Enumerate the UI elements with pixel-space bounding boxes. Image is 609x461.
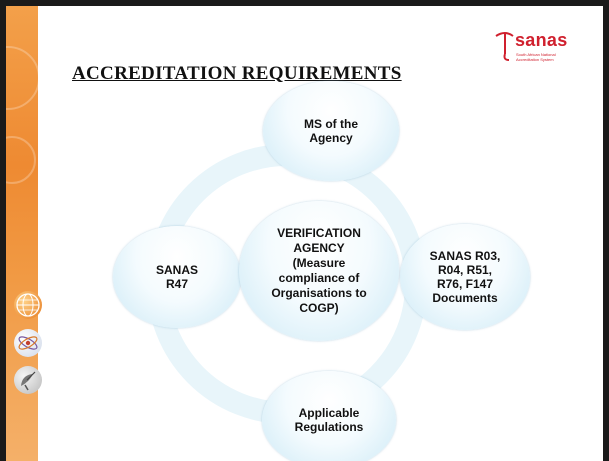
node-verification-agency: VERIFICATION AGENCY (Measure compliance … bbox=[239, 201, 399, 341]
globe-icon bbox=[14, 291, 42, 319]
swirl-decoration bbox=[6, 46, 40, 110]
satellite-dish-icon bbox=[14, 366, 42, 394]
node-top-label: MS of the Agency bbox=[304, 117, 358, 145]
slide: ACCREDITATION REQUIREMENTS sanas South A… bbox=[6, 6, 603, 461]
node-ms-of-agency: MS of the Agency bbox=[263, 81, 399, 181]
node-right-label: SANAS R03, R04, R51, R76, F147 Documents bbox=[429, 249, 501, 305]
atom-icon bbox=[14, 329, 42, 357]
logo-wordmark: sanas bbox=[515, 30, 568, 50]
logo-subtitle: South African National Accreditation Sys… bbox=[516, 52, 556, 62]
node-bottom-label: Applicable Regulations bbox=[294, 406, 364, 434]
node-sanas-r47: SANAS R47 bbox=[113, 226, 241, 328]
sanas-logo: sanas South African National Accreditati… bbox=[493, 30, 573, 66]
slide-title: ACCREDITATION REQUIREMENTS bbox=[72, 63, 402, 84]
swirl-decoration bbox=[6, 136, 36, 184]
node-applicable-regulations: Applicable Regulations bbox=[262, 371, 396, 461]
node-left-label: SANAS R47 bbox=[155, 263, 198, 291]
node-sanas-documents: SANAS R03, R04, R51, R76, F147 Documents bbox=[400, 224, 530, 330]
node-center-label: VERIFICATION AGENCY (Measure compliance … bbox=[271, 226, 367, 315]
sanas-emblem-icon bbox=[495, 32, 514, 61]
